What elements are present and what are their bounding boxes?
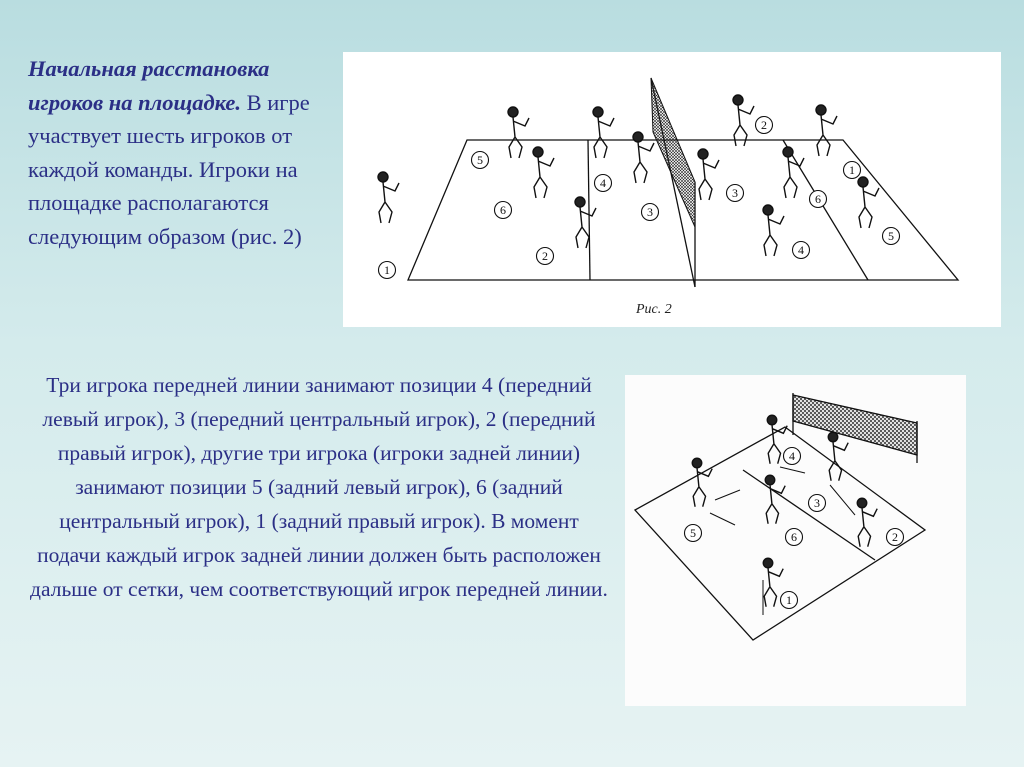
position-marker-right-3: 3 bbox=[725, 183, 745, 203]
positions-description: Три игрока передней линии занимают позиц… bbox=[30, 373, 608, 601]
svg-text:4: 4 bbox=[789, 449, 795, 463]
svg-text:6: 6 bbox=[500, 203, 506, 217]
rotation-arrows bbox=[709, 466, 856, 615]
player-figure bbox=[815, 104, 838, 157]
position-marker-left-5: 5 bbox=[470, 150, 490, 170]
player-figure bbox=[574, 196, 597, 249]
position-marker-right-2: 2 bbox=[754, 115, 774, 135]
net bbox=[650, 77, 696, 228]
player-figure bbox=[762, 204, 785, 257]
svg-text:3: 3 bbox=[732, 186, 738, 200]
svg-text:1: 1 bbox=[786, 593, 792, 607]
svg-text:4: 4 bbox=[798, 243, 804, 257]
player-figure bbox=[856, 497, 878, 547]
position-marker-left-1: 1 bbox=[377, 260, 397, 280]
rotation-drawing: 4 3 2 5 6 1 bbox=[633, 393, 927, 641]
players bbox=[691, 414, 878, 607]
player-figure bbox=[377, 171, 400, 224]
figure-caption: Рис. 2 bbox=[636, 302, 672, 317]
position-marker-4: 4 bbox=[782, 446, 802, 466]
players bbox=[377, 94, 880, 257]
court-outline bbox=[407, 139, 960, 281]
position-marker-right-5: 5 bbox=[881, 226, 901, 246]
player-figure bbox=[827, 431, 849, 481]
player-figure bbox=[592, 106, 615, 159]
svg-text:1: 1 bbox=[849, 163, 855, 177]
position-marker-right-4: 4 bbox=[791, 240, 811, 260]
intro-title: Начальная расстановка игроков на площадк… bbox=[28, 56, 270, 115]
svg-text:3: 3 bbox=[647, 205, 653, 219]
position-marker-left-4: 4 bbox=[593, 173, 613, 193]
intro-text: Начальная расстановка игроков на площадк… bbox=[28, 52, 346, 253]
svg-text:2: 2 bbox=[761, 118, 767, 132]
svg-text:2: 2 bbox=[892, 530, 898, 544]
player-figure bbox=[532, 146, 555, 199]
player-figure bbox=[691, 457, 713, 507]
player-figure bbox=[857, 176, 880, 229]
court-outline bbox=[633, 426, 927, 641]
court-diagram-figure-2: 1 5 6 4 3 2 2 1 3 6 4 5 Рис. 2 bbox=[343, 52, 1001, 327]
attack-line-left bbox=[587, 139, 591, 281]
position-marker-6: 6 bbox=[784, 527, 804, 547]
attack-line-right bbox=[782, 139, 869, 281]
position-marker-left-3: 3 bbox=[640, 202, 660, 222]
player-figure bbox=[766, 414, 788, 464]
player-figure bbox=[732, 94, 755, 147]
position-marker-left-6: 6 bbox=[493, 200, 513, 220]
svg-text:3: 3 bbox=[814, 496, 820, 510]
svg-text:6: 6 bbox=[815, 192, 821, 206]
svg-text:5: 5 bbox=[888, 229, 894, 243]
position-marker-2: 2 bbox=[885, 527, 905, 547]
court-drawing: 1 5 6 4 3 2 2 1 3 6 4 5 bbox=[377, 77, 960, 288]
svg-text:2: 2 bbox=[542, 249, 548, 263]
intro-body: В игре участвует шесть игроков от каждой… bbox=[28, 89, 310, 249]
player-figure bbox=[762, 557, 784, 607]
svg-text:5: 5 bbox=[690, 526, 696, 540]
player-figure bbox=[764, 474, 786, 524]
player-figure bbox=[632, 131, 655, 184]
position-marker-right-1: 1 bbox=[842, 160, 862, 180]
svg-text:1: 1 bbox=[384, 263, 390, 277]
position-marker-5: 5 bbox=[683, 523, 703, 543]
position-marker-right-6: 6 bbox=[808, 189, 828, 209]
svg-text:5: 5 bbox=[477, 153, 483, 167]
position-marker-left-2: 2 bbox=[535, 246, 555, 266]
position-marker-1: 1 bbox=[779, 590, 799, 610]
svg-text:4: 4 bbox=[600, 176, 606, 190]
player-figure bbox=[697, 148, 720, 201]
svg-text:6: 6 bbox=[791, 530, 797, 544]
attack-line bbox=[742, 469, 876, 561]
player-figure bbox=[782, 146, 805, 199]
player-figure bbox=[507, 106, 530, 159]
position-marker-3: 3 bbox=[807, 493, 827, 513]
rotation-diagram: 4 3 2 5 6 1 bbox=[625, 375, 966, 706]
